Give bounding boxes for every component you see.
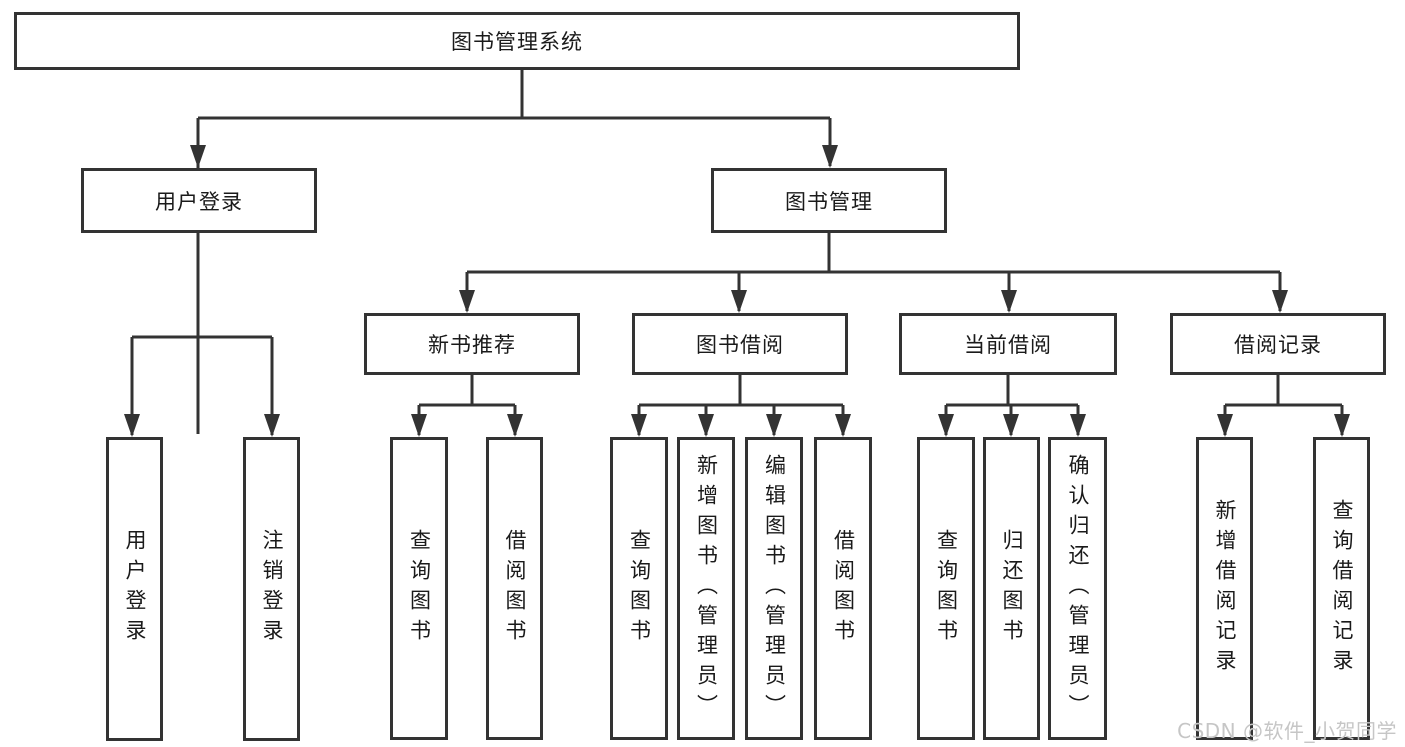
leaf-edit-book-admin-label: 编辑图书（管理员）: [762, 453, 787, 724]
leaf-logout-label: 注销登录: [260, 529, 285, 649]
arrow-leaf-add-book: [698, 414, 714, 437]
arrow-recommend: [459, 290, 475, 313]
connector-recommend-to-leaves: [417, 375, 517, 435]
csdn-watermark: CSDN @软件_小贺同学: [1177, 719, 1397, 743]
arrow-book-mgmt: [822, 145, 838, 168]
node-current-borrow-label: 当前借阅: [964, 333, 1052, 357]
leaf-borrow-borrow-book-label: 借阅图书: [831, 528, 856, 649]
leaf-add-book-admin: 新增图书（管理员）: [677, 437, 735, 740]
leaf-current-query-book-label: 查询图书: [934, 528, 959, 649]
connector-borrow-to-leaves: [637, 375, 845, 435]
node-current-borrow: 当前借阅: [899, 313, 1117, 375]
node-new-book-recommend: 新书推荐: [364, 313, 580, 375]
leaf-recommend-query-book-label: 查询图书: [407, 528, 432, 649]
node-book-borrow-label: 图书借阅: [696, 333, 784, 357]
arrow-leaf-query-2: [631, 414, 647, 437]
arrow-leaf-return: [1003, 414, 1019, 437]
node-book-borrow: 图书借阅: [632, 313, 848, 375]
node-user-login-label: 用户登录: [155, 189, 243, 214]
connector-book-mgmt-to-level3: [465, 233, 1282, 311]
node-new-book-recommend-label: 新书推荐: [428, 333, 516, 357]
leaf-recommend-borrow-book: 借阅图书: [486, 437, 543, 740]
leaf-query-borrow-record: 查询借阅记录: [1313, 437, 1370, 740]
leaf-user-login: 用户登录: [106, 437, 163, 741]
leaf-confirm-return-admin-label: 确认归还（管理员）: [1066, 453, 1091, 724]
node-borrow-records: 借阅记录: [1170, 313, 1386, 375]
connector-records-to-leaves: [1223, 375, 1344, 435]
leaf-borrow-borrow-book: 借阅图书: [814, 437, 872, 740]
leaf-recommend-borrow-book-label: 借阅图书: [503, 528, 528, 649]
arrow-borrow: [731, 290, 747, 313]
arrowheads: [124, 145, 1350, 437]
node-book-management-label: 图书管理: [785, 189, 873, 214]
node-borrow-records-label: 借阅记录: [1234, 333, 1322, 357]
leaf-current-query-book: 查询图书: [917, 437, 975, 740]
leaf-add-borrow-record-label: 新增借阅记录: [1213, 498, 1238, 679]
leaf-borrow-query-book: 查询图书: [610, 437, 668, 740]
leaf-logout: 注销登录: [243, 437, 300, 741]
node-root: 图书管理系统: [14, 12, 1020, 70]
arrow-leaf-edit-book: [766, 414, 782, 437]
leaf-return-book-label: 归还图书: [1000, 528, 1025, 649]
connector-root-to-level2: [196, 70, 832, 434]
arrow-user-login: [190, 145, 206, 168]
leaf-query-borrow-record-label: 查询借阅记录: [1330, 498, 1355, 679]
arrow-leaf-logout: [264, 414, 280, 437]
arrow-leaf-add-record: [1217, 414, 1233, 437]
leaf-return-book: 归还图书: [983, 437, 1040, 740]
node-book-management: 图书管理: [711, 168, 947, 233]
leaf-user-login-label: 用户登录: [123, 529, 148, 649]
arrow-leaf-query-3: [938, 414, 954, 437]
arrow-leaf-confirm-return: [1070, 414, 1086, 437]
arrow-records: [1272, 290, 1288, 313]
arrow-current: [1001, 290, 1017, 313]
leaf-recommend-query-book: 查询图书: [390, 437, 448, 740]
leaf-borrow-query-book-label: 查询图书: [627, 528, 652, 649]
connector-user-login-to-leaves: [130, 233, 274, 435]
leaf-add-book-admin-label: 新增图书（管理员）: [694, 453, 719, 724]
node-root-label: 图书管理系统: [451, 30, 583, 54]
arrow-leaf-user-login: [124, 414, 140, 437]
leaf-confirm-return-admin: 确认归还（管理员）: [1048, 437, 1107, 740]
node-user-login: 用户登录: [81, 168, 317, 233]
arrow-leaf-query-1: [411, 414, 427, 437]
arrow-leaf-borrow-2: [835, 414, 851, 437]
arrow-leaf-borrow-1: [507, 414, 523, 437]
leaf-edit-book-admin: 编辑图书（管理员）: [745, 437, 803, 740]
arrow-leaf-query-record: [1334, 414, 1350, 437]
leaf-add-borrow-record: 新增借阅记录: [1196, 437, 1253, 740]
